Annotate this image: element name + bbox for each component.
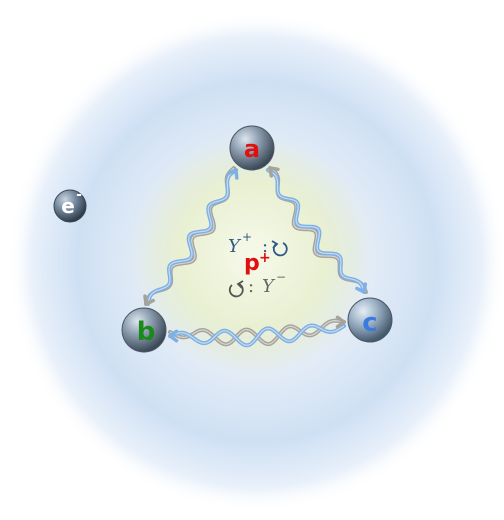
quark-a: a xyxy=(230,126,274,170)
electron-charge: - xyxy=(76,187,82,203)
quark-a-label: a xyxy=(244,135,260,163)
legend-y-minus-sep: : xyxy=(248,276,254,297)
quark-c: c xyxy=(348,298,392,342)
legend-y-plus-sup: + xyxy=(242,230,252,244)
quark-b: b xyxy=(122,308,166,352)
quark-b-label: b xyxy=(137,317,156,347)
electron-label: e xyxy=(61,194,75,218)
proton-label: p xyxy=(244,251,260,276)
proton-charge: + xyxy=(259,250,271,266)
quark-c-label: c xyxy=(362,308,377,338)
legend-y-minus-sup: − xyxy=(276,270,286,284)
